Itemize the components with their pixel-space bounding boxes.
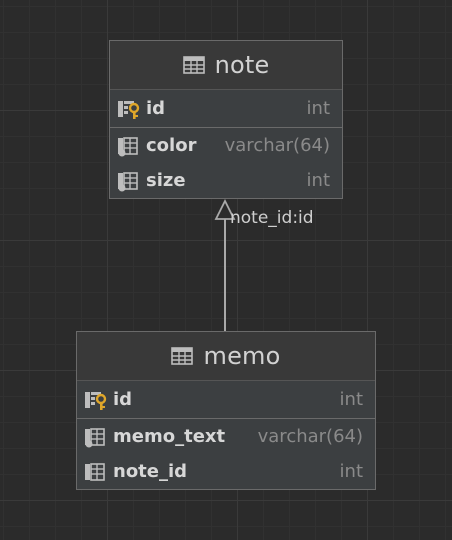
table-icon bbox=[182, 56, 205, 74]
table-icon bbox=[171, 347, 194, 365]
divider bbox=[77, 418, 375, 419]
table-header: note bbox=[110, 41, 342, 90]
column-icon bbox=[118, 136, 138, 156]
column-row-note-id[interactable]: note_id int bbox=[77, 454, 375, 489]
divider bbox=[110, 127, 342, 128]
column-row-id[interactable]: id int bbox=[110, 90, 342, 127]
primary-key-icon bbox=[85, 391, 107, 410]
column-icon bbox=[118, 171, 138, 191]
column-name: memo_text bbox=[113, 426, 226, 447]
table-note[interactable]: note id int color varchar(64) bbox=[109, 40, 343, 199]
column-type: int bbox=[339, 389, 363, 410]
column-name: id bbox=[113, 389, 133, 410]
column-type: varchar(64) bbox=[224, 135, 330, 156]
column-row-size[interactable]: size int bbox=[110, 163, 342, 198]
table-header: memo bbox=[77, 332, 375, 381]
column-name: id bbox=[146, 98, 166, 119]
primary-key-icon bbox=[118, 100, 140, 119]
column-row-memo-text[interactable]: memo_text varchar(64) bbox=[77, 419, 375, 454]
column-name: size bbox=[146, 170, 186, 191]
column-row-color[interactable]: color varchar(64) bbox=[110, 128, 342, 163]
column-type: int bbox=[306, 170, 330, 191]
relationship-label: note_id:id bbox=[230, 208, 314, 228]
column-icon bbox=[85, 462, 105, 481]
table-title: note bbox=[214, 51, 270, 79]
column-type: int bbox=[306, 98, 330, 119]
column-name: color bbox=[146, 135, 197, 156]
table-memo[interactable]: memo id int memo_text varchar(64) bbox=[76, 331, 376, 490]
column-icon bbox=[85, 427, 105, 447]
column-type: varchar(64) bbox=[257, 426, 363, 447]
column-name: note_id bbox=[113, 461, 188, 482]
column-row-id[interactable]: id int bbox=[77, 381, 375, 418]
column-type: int bbox=[339, 461, 363, 482]
table-title: memo bbox=[203, 342, 281, 370]
